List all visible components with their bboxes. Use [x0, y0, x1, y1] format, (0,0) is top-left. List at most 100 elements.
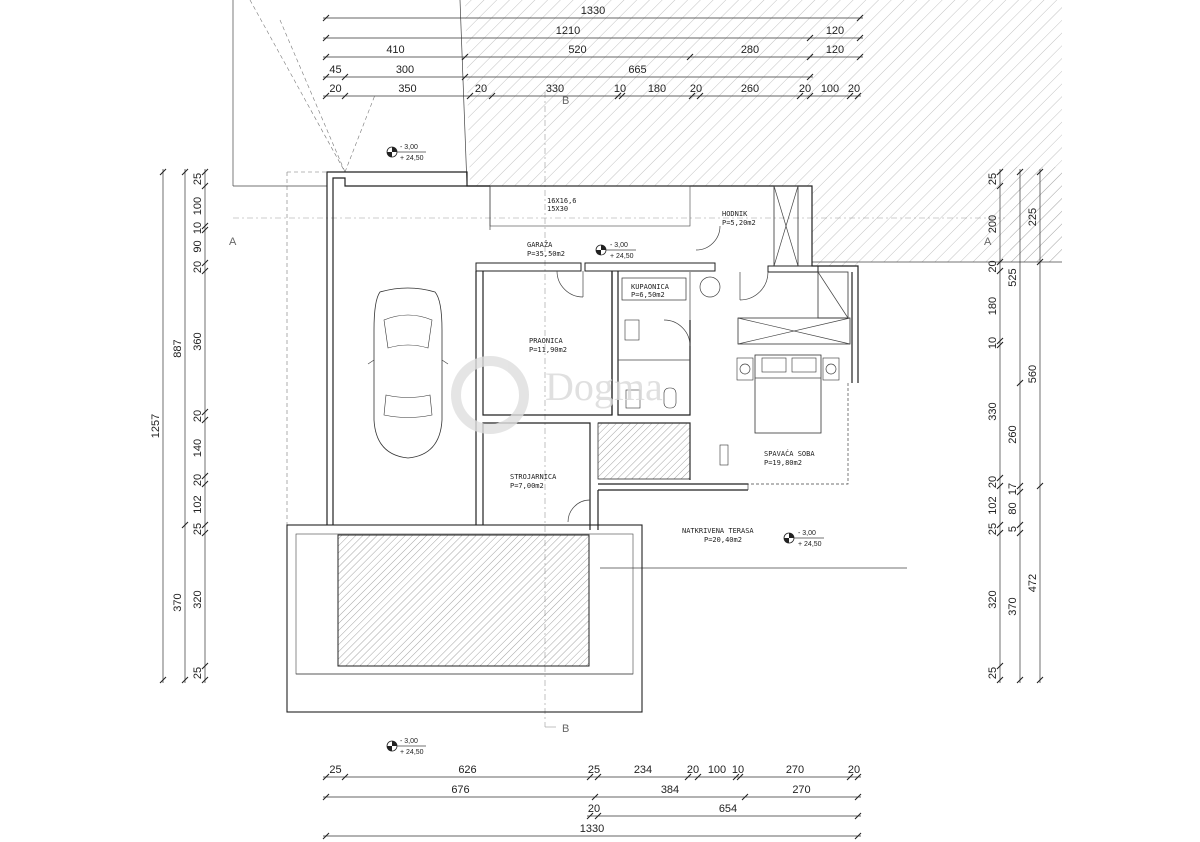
room-hodnik-area: P=5,20m2 — [722, 219, 756, 227]
level-lower-1: + 24,50 — [400, 155, 424, 162]
top-dim-5-tick — [341, 92, 349, 100]
section-mark-a-right: A — [984, 236, 992, 248]
bottom-dim-2-label: 270 — [792, 784, 810, 796]
left-dim-inner-tick — [201, 472, 209, 480]
left-dim-inner-label: 320 — [192, 590, 204, 608]
left-dim-outer-label: 1257 — [150, 414, 162, 438]
right-dim-middle-tick — [1016, 168, 1024, 176]
left-dim-inner-label: 90 — [192, 240, 204, 252]
level-marker-3: - 3,00 + 24,50 — [783, 530, 824, 548]
right-dim-inner-tick — [996, 168, 1004, 176]
right-dim-outer-tick — [1036, 482, 1044, 490]
top-dim-5-tick — [614, 92, 622, 100]
level-marker-1: - 3,00 + 24,50 — [386, 144, 426, 162]
left-dim-inner-tick — [201, 529, 209, 537]
room-spavaca-area: P=19,80m2 — [764, 459, 802, 467]
bottom-dim-1-label: 20 — [848, 764, 860, 776]
top-dim-5-tick — [488, 92, 496, 100]
top-dim-5-tick — [854, 92, 862, 100]
bottom-dim-1-tick — [854, 773, 862, 781]
left-dim-inner-tick — [201, 408, 209, 416]
left-dim-inner-label: 10 — [192, 222, 204, 234]
level-upper-3: - 3,00 — [798, 530, 816, 537]
top-dim-4-label: 665 — [628, 64, 646, 76]
right-dim-outer-label: 472 — [1027, 574, 1039, 592]
right-dim-middle-tick — [1016, 529, 1024, 537]
left-dim-inner-tick — [201, 521, 209, 529]
right-dim-inner-tick — [996, 474, 1004, 482]
left-dim-middle-label: 887 — [172, 339, 184, 357]
top-dim-5-label: 350 — [398, 83, 416, 95]
right-dim-middle-label: 5 — [1007, 526, 1019, 532]
right-dim-inner-tick — [996, 258, 1004, 266]
left-dim-inner-label: 102 — [192, 495, 204, 513]
left-dim-inner-tick — [201, 259, 209, 267]
right-dim-inner-label: 320 — [987, 590, 999, 608]
top-dim-4-label: 45 — [329, 64, 341, 76]
bottom-dim-1-tick — [322, 773, 330, 781]
left-dim-inner-tick — [201, 182, 209, 190]
left-dim-inner-tick — [201, 226, 209, 234]
bottom-dim-3-label: 20 — [588, 803, 600, 815]
right-dim-inner-tick — [996, 341, 1004, 349]
room-garaza-area: P=35,50m2 — [527, 250, 565, 258]
bottom-dim-1-tick — [594, 773, 602, 781]
bottom-dim-1-label: 20 — [687, 764, 699, 776]
bottom-dim-4-tick — [322, 832, 330, 840]
bottom-dim-2-label: 384 — [661, 784, 679, 796]
left-dim-inner-tick — [201, 267, 209, 275]
left-dim-middle-tick — [181, 521, 189, 529]
right-dim-middle-label: 525 — [1007, 268, 1019, 286]
level-marker-4: - 3,00 + 24,50 — [386, 738, 426, 756]
right-dim-inner-label: 20 — [987, 476, 999, 488]
right-dim-inner-label: 180 — [987, 297, 999, 315]
top-dim-5-label: 20 — [329, 83, 341, 95]
room-praonica-name: PRAONICA — [529, 337, 564, 345]
bottom-dim-3-tick — [586, 812, 594, 820]
top-dim-3-tick — [461, 53, 469, 61]
left-dim-inner-label: 25 — [192, 173, 204, 185]
bottom-dim-1-label: 25 — [329, 764, 341, 776]
section-mark-b-bottom: B — [562, 723, 569, 735]
top-dim-2-label: 120 — [826, 25, 844, 37]
top-dim-5-label: 330 — [546, 83, 564, 95]
right-dim-inner-tick — [996, 182, 1004, 190]
level-upper-2: - 3,00 — [610, 242, 628, 249]
top-dim-4-tick — [806, 73, 814, 81]
bottom-dim-1-label: 10 — [732, 764, 744, 776]
top-dim-5-label: 100 — [821, 83, 839, 95]
left-dim-inner-tick — [201, 416, 209, 424]
stair-label-line1: 16X16,6 — [547, 197, 577, 205]
bottom-dim-4-tick — [854, 832, 862, 840]
left-dim-inner-tick — [201, 168, 209, 176]
top-dim-5-tick — [846, 92, 854, 100]
left-dim-inner-tick — [201, 676, 209, 684]
bottom-dim-1-tick — [341, 773, 349, 781]
left-dim-inner-tick — [201, 222, 209, 230]
top-dim-3-tick — [686, 53, 694, 61]
right-dim-outer-tick — [1036, 168, 1044, 176]
right-dim-inner-label: 102 — [987, 496, 999, 514]
bottom-dim-1-tick — [684, 773, 692, 781]
top-dim-5-tick — [796, 92, 804, 100]
top-dim-2-tick — [322, 34, 330, 42]
right-dim-inner-label: 200 — [987, 215, 999, 233]
top-dim-3-label: 410 — [386, 44, 404, 56]
top-dim-5-label: 260 — [741, 83, 759, 95]
top-dim-5-label: 20 — [848, 83, 860, 95]
room-hodnik-name: HODNIK — [722, 210, 748, 218]
bottom-dim-2-label: 676 — [451, 784, 469, 796]
top-dim-1-tick — [856, 14, 864, 22]
top-dim-3-tick — [806, 53, 814, 61]
section-lines: A A B B — [229, 92, 1005, 735]
left-dim-inner-label: 360 — [192, 332, 204, 350]
left-dim-outer-tick — [159, 676, 167, 684]
right-dim-middle-tick — [1016, 379, 1024, 387]
car-icon — [367, 287, 449, 459]
top-dim-5-label: 180 — [648, 83, 666, 95]
left-dim-inner-tick — [201, 662, 209, 670]
right-dim-inner-label: 10 — [987, 337, 999, 349]
stair-label-line2: 15X30 — [547, 205, 568, 213]
top-dim-3-tick — [856, 53, 864, 61]
section-mark-b-top: B — [562, 95, 569, 107]
